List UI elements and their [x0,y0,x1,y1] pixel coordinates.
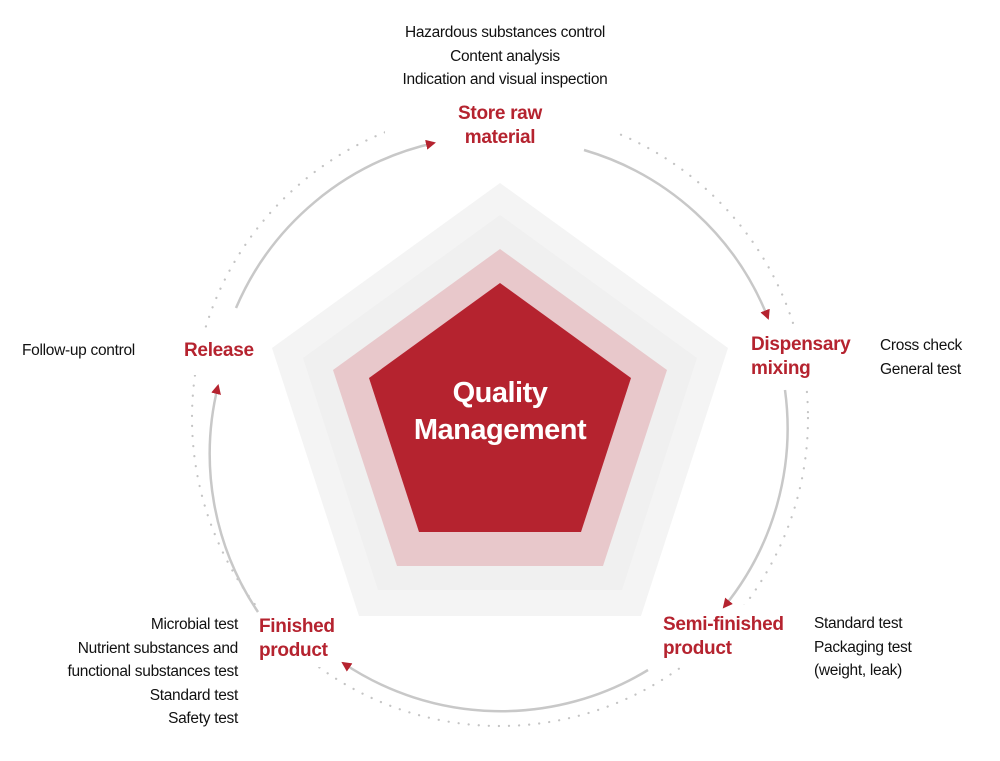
stage-semi-line1: Semi-finished [663,614,784,635]
cycle-arc-semi-to-finished [341,661,649,713]
stage-finished-line2: product [259,640,328,661]
note-item: Microbial test [150,616,238,633]
note-item: functional substances test [67,663,238,680]
stage-release: Release [184,339,264,363]
stage-store-line1: Store raw [458,103,542,124]
stage-release-line1: Release [184,340,254,361]
center-title-line1: Quality [452,377,548,409]
cycle-arc-store-to-dispensary [583,148,770,320]
stage-finished-line1: Finished [259,616,335,637]
cycle-arc-finished-to-release [208,384,260,613]
cycle-arc-release-to-store [234,139,436,309]
note-item: Indication and visual inspection [402,71,608,88]
center-title-line2: Management [413,414,587,446]
note-item: Safety test [168,710,238,727]
outer-dotted-ring [190,108,810,728]
note-item: Content analysis [450,47,560,65]
note-item: (weight, leak) [814,662,902,679]
note-item: Cross check [880,337,962,354]
stage-dispensary-mixing: Dispensary mixing [751,333,871,381]
notes-semi-finished-product: Standard test Packaging test (weight, le… [814,612,964,683]
stage-semi-line2: product [663,638,732,659]
note-item: Hazardous substances control [404,24,606,41]
pentagon-inner [369,283,631,532]
stage-dispensary-line1: Dispensary [751,334,851,355]
cycle-arc-dispensary-to-semi [722,389,789,609]
stage-finished-product: Finished product [259,615,359,663]
note-item: Standard test [814,615,903,632]
notes-dispensary-mixing: Cross check General test [880,334,995,381]
stage-store-raw-material: Store raw material [430,102,570,150]
stage-store-line2: material [464,127,536,148]
stage-dispensary-line2: mixing [751,358,811,379]
note-item: Packaging test [814,638,912,656]
note-item: General test [880,360,961,378]
notes-release: Follow-up control [22,339,172,363]
note-item: Follow-up control [22,342,135,359]
notes-store-raw-material: Hazardous substances control Content ana… [330,21,680,92]
note-item: Nutrient substances and [77,639,239,657]
stage-semi-finished-product: Semi-finished product [663,613,803,661]
notes-finished-product: Microbial test Nutrient substances and f… [20,613,238,731]
center-title: Quality Management [380,375,620,449]
note-item: Standard test [149,686,239,704]
